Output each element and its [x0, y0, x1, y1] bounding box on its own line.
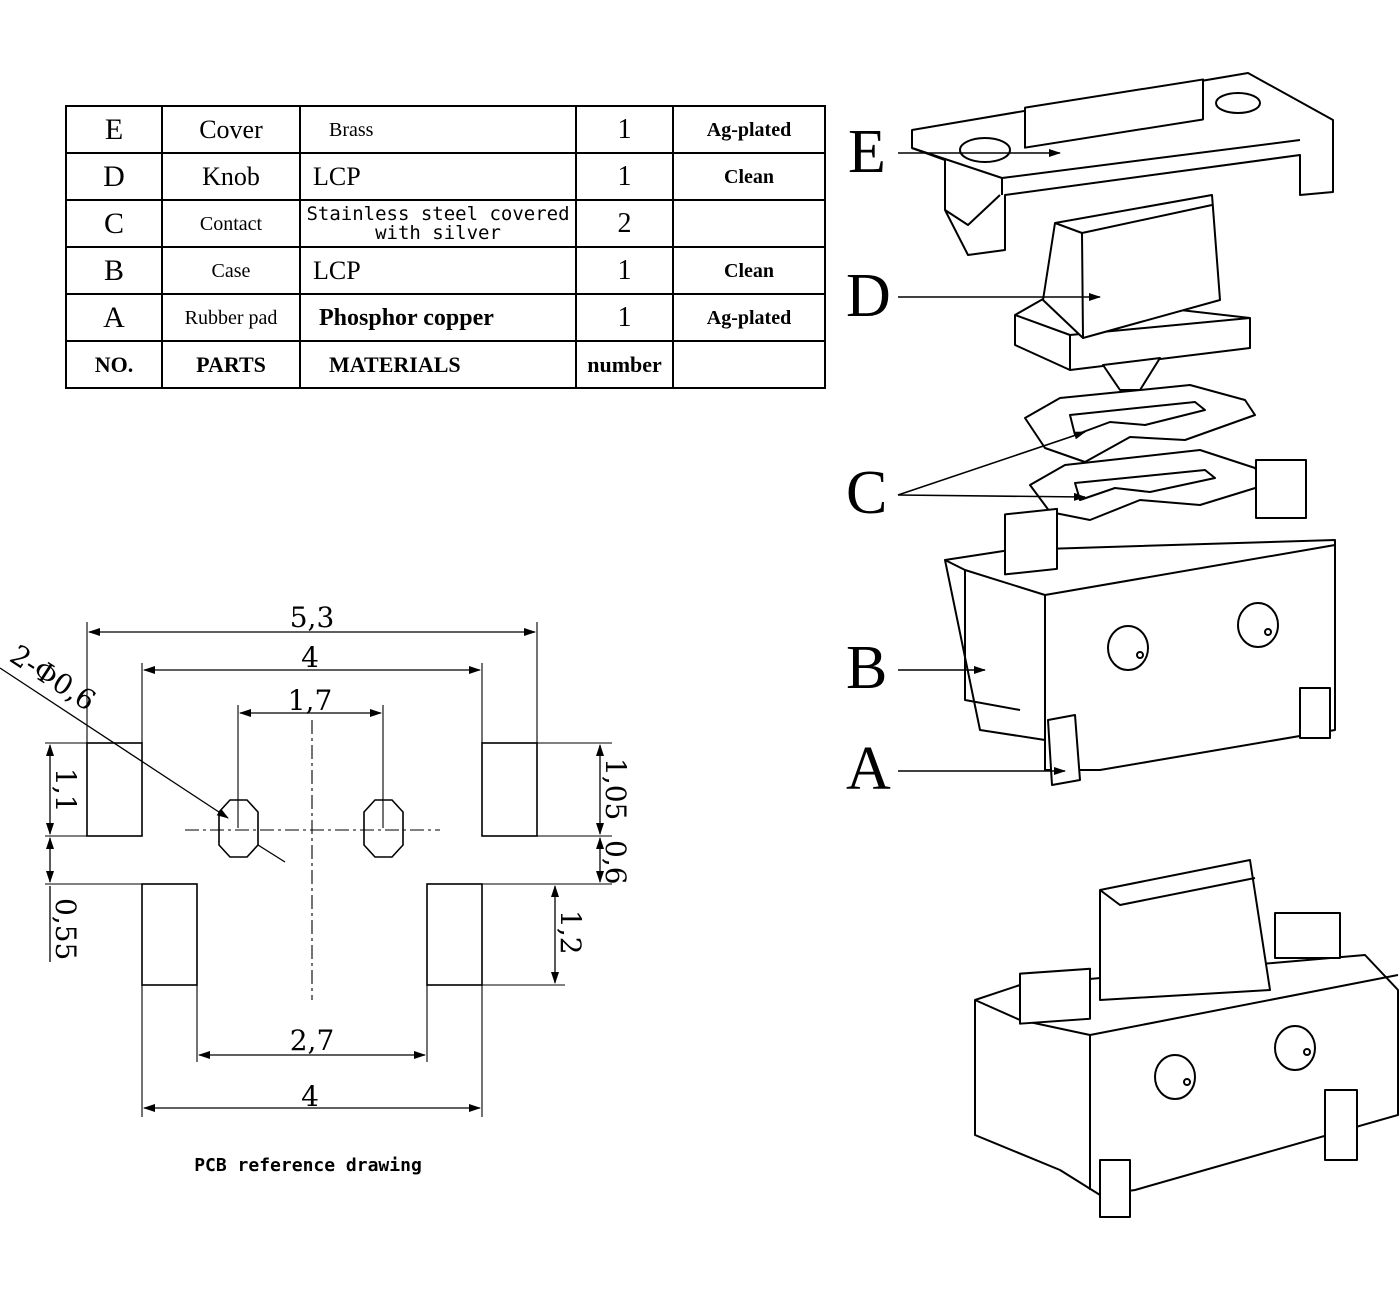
pcb-caption: PCB reference drawing — [194, 1155, 422, 1176]
part-d-knob — [1014, 194, 1251, 391]
bom-finish: Clean — [672, 152, 826, 201]
pcb-centerlines — [185, 720, 440, 1000]
bom-header-part: PARTS — [161, 340, 301, 389]
part-e-cover — [911, 72, 1334, 256]
dim-top-pad-span: 4 — [301, 641, 319, 674]
dim-hole-spacing: 1,7 — [288, 684, 333, 717]
bom-row-b: B Case LCP 1 Clean — [65, 246, 826, 295]
callout-label-b: B — [846, 634, 887, 702]
bom-material: Phosphor copper — [299, 293, 577, 342]
exploded-view — [911, 72, 1399, 1218]
dim-bottom-pad-span: 4 — [301, 1080, 319, 1113]
bom-number: 1 — [575, 105, 674, 154]
part-a-rubber-pad — [1047, 714, 1081, 786]
dim-gap-left: 0,55 — [49, 898, 82, 960]
bom-material: LCP — [299, 152, 577, 201]
bom-header-number: number — [575, 340, 674, 389]
bom-no: C — [65, 199, 163, 248]
bom-material: LCP — [299, 246, 577, 295]
bom-part: Knob — [161, 152, 301, 201]
callout-leaders — [897, 149, 1101, 775]
bom-row-d: D Knob LCP 1 Clean — [65, 152, 826, 201]
bom-number: 1 — [575, 152, 674, 201]
bom-no: D — [65, 152, 163, 201]
dim-right-2: 0,6 — [599, 840, 632, 885]
bom-part: Case — [161, 246, 301, 295]
pcb-pad-bottom-right — [426, 883, 483, 986]
dim-right-1: 1,05 — [599, 758, 632, 820]
pcb-hole-right — [363, 799, 404, 858]
bom-finish: Ag-plated — [672, 293, 826, 342]
pcb-dimension-lines — [0, 628, 604, 1112]
bom-material-line1: Stainless steel covered — [306, 203, 570, 226]
bom-part: Cover — [161, 105, 301, 154]
pcb-hole-left — [218, 799, 259, 858]
dim-overall-width: 5,3 — [290, 601, 335, 634]
pcb-extension-lines — [45, 622, 612, 1117]
bom-material-line2: with silver — [375, 221, 501, 244]
dim-pad-height-left: 1,1 — [49, 768, 82, 813]
bom-finish: Clean — [672, 246, 826, 295]
pcb-pad-top-right — [481, 742, 538, 837]
part-b-case — [944, 459, 1336, 771]
bom-header-no: NO. — [65, 340, 163, 389]
callout-label-a: A — [846, 735, 891, 803]
pcb-pad-top-left — [86, 742, 143, 837]
bom-number: 2 — [575, 199, 674, 248]
bom-number: 1 — [575, 246, 674, 295]
part-c-contacts — [1024, 384, 1266, 521]
bom-material: Brass — [299, 105, 577, 154]
bom-header-finish — [672, 340, 826, 389]
bom-row-e: E Cover Brass 1 Ag-plated — [65, 105, 826, 154]
dim-bottom-pad-height: 1,2 — [554, 910, 587, 955]
dim-bottom-inner-span: 2,7 — [290, 1024, 335, 1057]
bom-part: Rubber pad — [161, 293, 301, 342]
bom-part: Contact — [161, 199, 301, 248]
bom-no: B — [65, 246, 163, 295]
callout-label-d: D — [846, 262, 891, 330]
bom-no: E — [65, 105, 163, 154]
bom-no: A — [65, 293, 163, 342]
callout-label-e: E — [848, 118, 886, 186]
bom-number: 1 — [575, 293, 674, 342]
bom-table: E Cover Brass 1 Ag-plated D Knob LCP 1 C… — [65, 105, 826, 389]
bom-header-material: MATERIALS — [299, 340, 577, 389]
pcb-reference-drawing — [0, 622, 612, 1117]
bom-row-a: A Rubber pad Phosphor copper 1 Ag-plated — [65, 293, 826, 342]
callout-label-c: C — [846, 459, 887, 527]
assembled-switch — [974, 859, 1399, 1218]
bom-finish: Ag-plated — [672, 105, 826, 154]
pcb-pad-bottom-left — [141, 883, 198, 986]
bom-header-row: NO. PARTS MATERIALS number — [65, 340, 826, 389]
bom-finish — [672, 199, 826, 248]
